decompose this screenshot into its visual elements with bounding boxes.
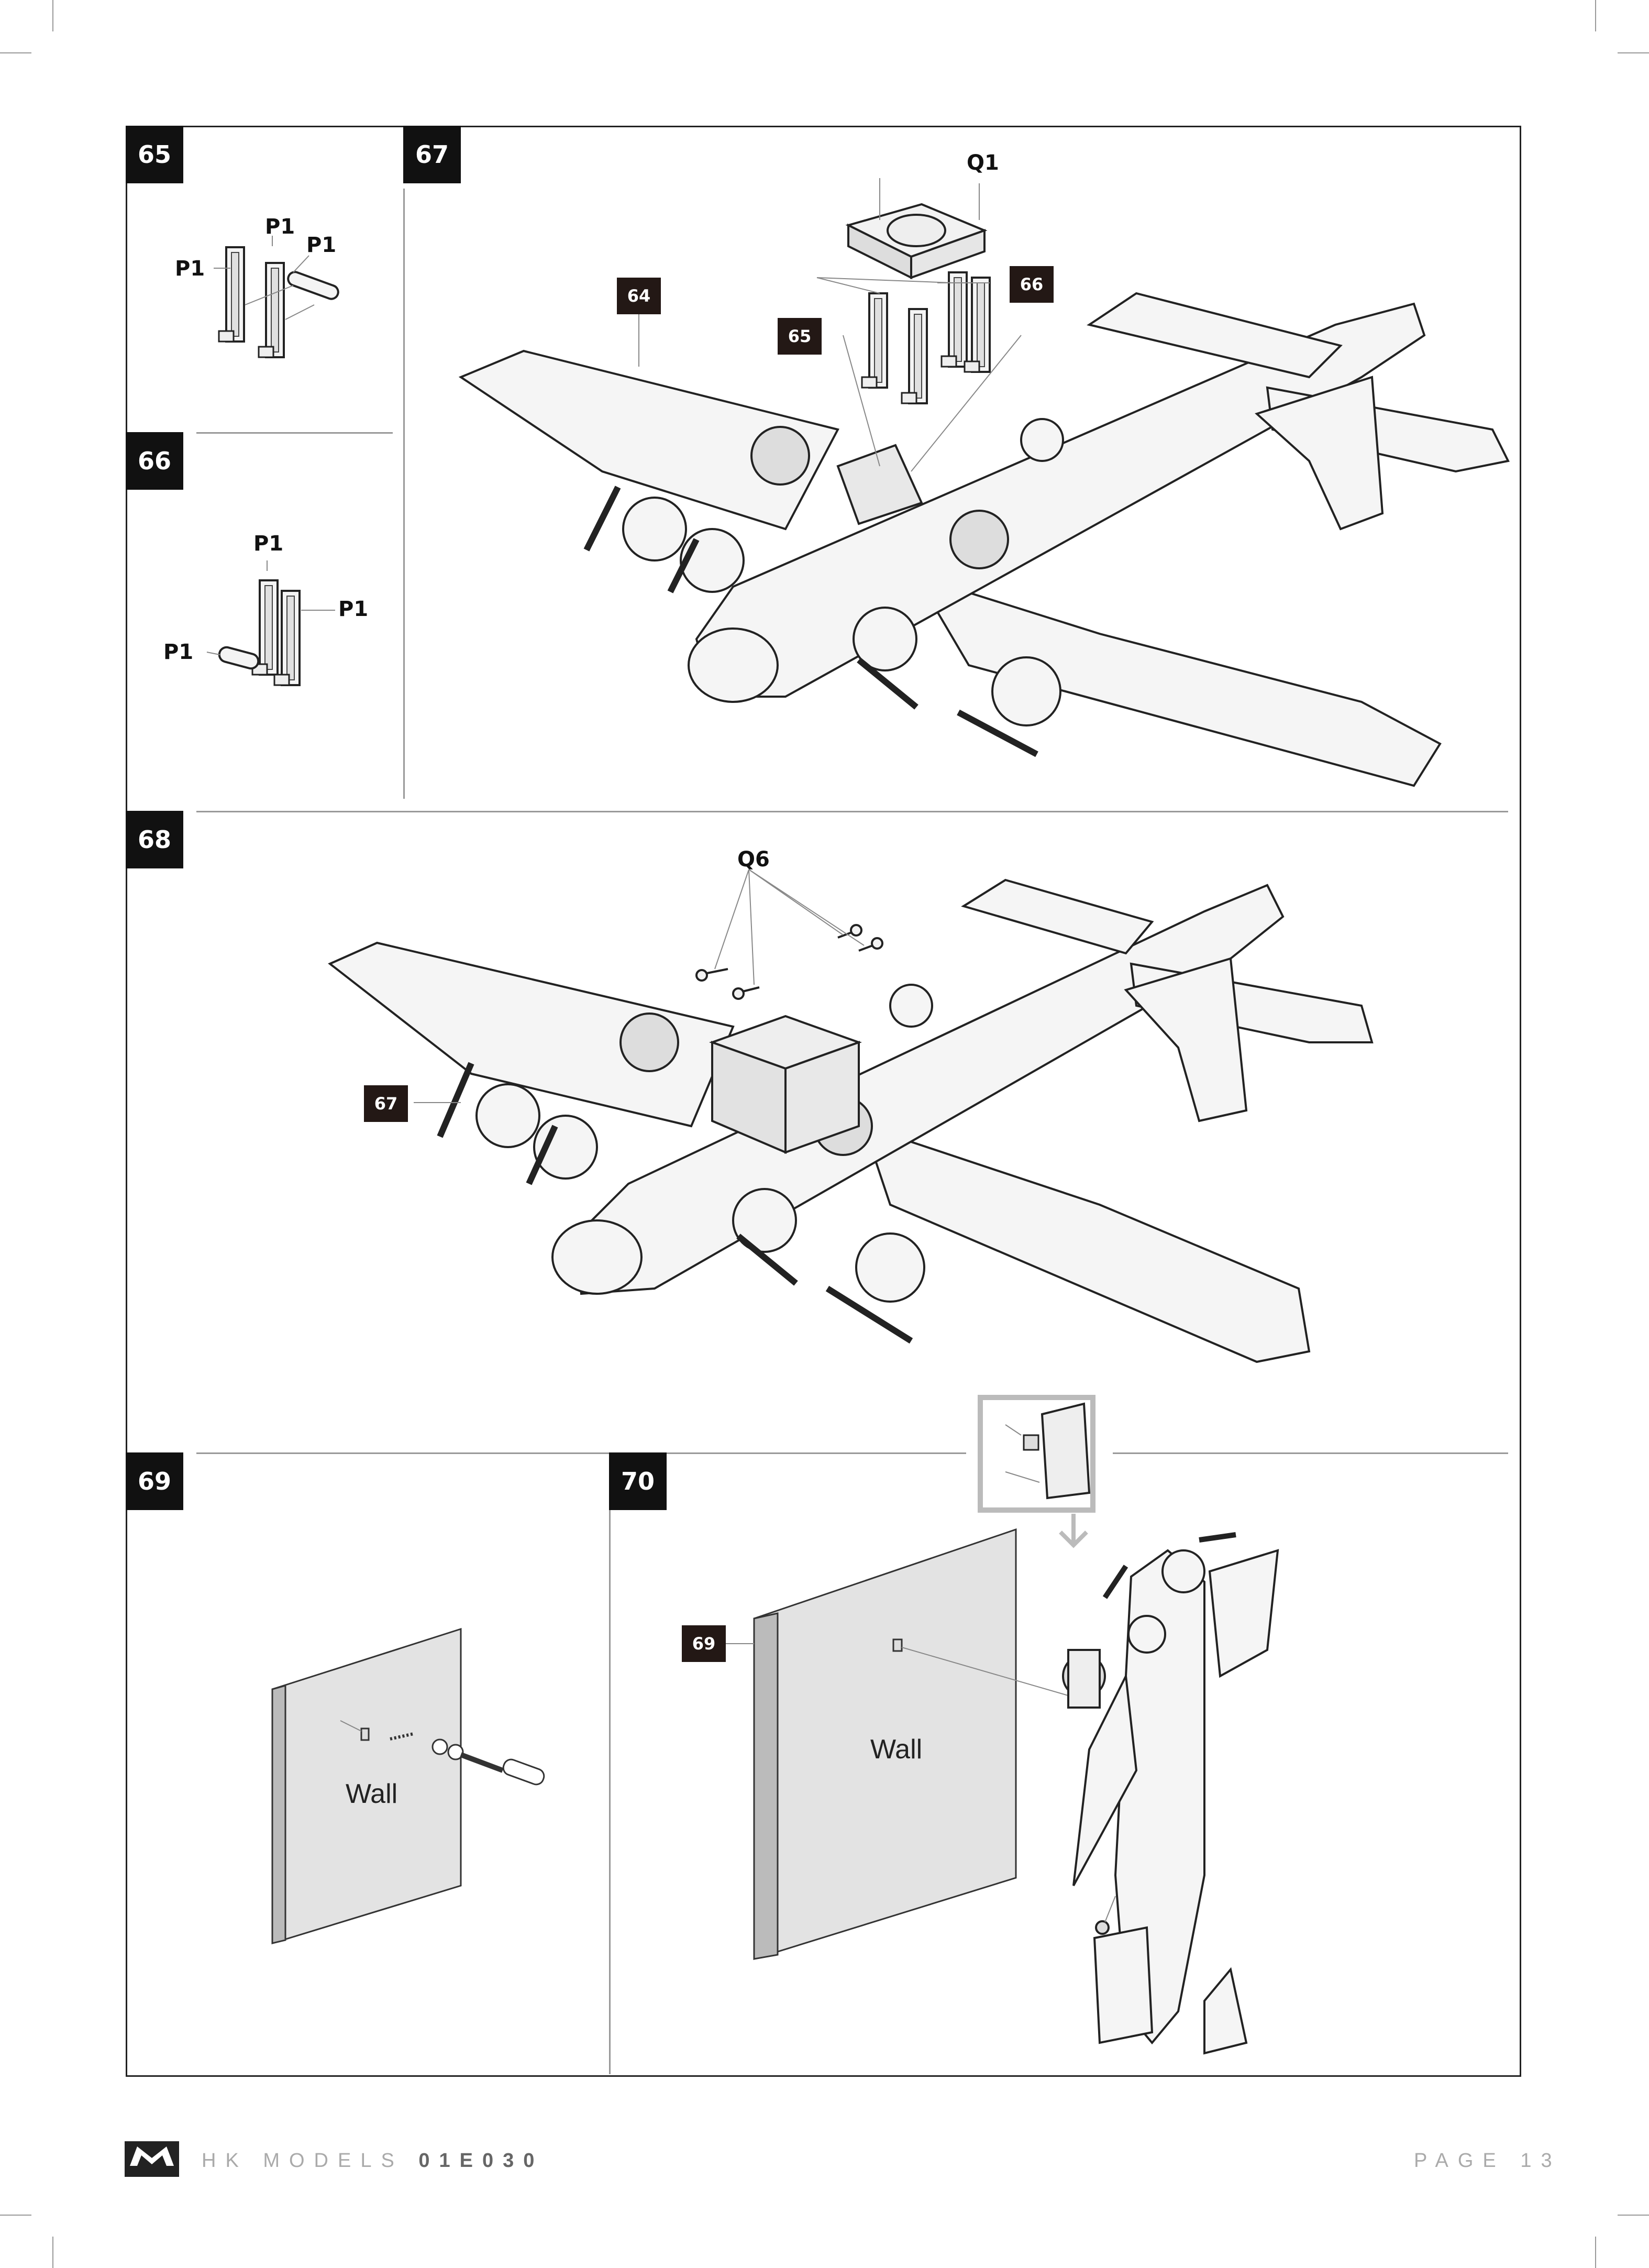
brand-name: HK MODELS — [202, 2150, 404, 2172]
leader-lines — [638, 178, 1022, 472]
step-70-inset — [978, 1395, 1095, 1548]
p1-label: P1 — [253, 532, 284, 556]
instruction-frame — [126, 126, 1521, 2077]
divider — [196, 811, 1508, 812]
crop-mark — [1618, 2215, 1649, 2216]
step-67-badge: 67 — [403, 126, 461, 183]
step-70-wall — [725, 1528, 1074, 1961]
p1-label: P1 — [163, 640, 194, 664]
step-70-badge: 70 — [609, 1452, 667, 1510]
step-69-wall — [271, 1627, 545, 1945]
q1-label: Q1 — [967, 151, 999, 175]
step-67-post — [861, 292, 888, 389]
p1-label: P1 — [175, 257, 205, 281]
crop-mark — [0, 52, 31, 53]
step-70-aircraft — [1062, 1532, 1279, 2055]
divider — [196, 1452, 966, 1454]
crop-mark — [1595, 2237, 1596, 2268]
step-65-drawing — [214, 236, 339, 358]
step-68-aircraft — [328, 878, 1374, 1363]
p1-label: P1 — [306, 233, 337, 257]
divider — [609, 1509, 611, 2074]
crop-mark — [1595, 0, 1596, 31]
step-65-badge: 65 — [126, 126, 183, 183]
leader-lines — [414, 869, 865, 1103]
ref-69-tag: 69 — [682, 1625, 726, 1662]
step-67-post — [901, 308, 928, 404]
step-66-badge: 66 — [126, 432, 183, 490]
q6-label: Q6 — [737, 847, 770, 872]
hk-models-logo — [125, 2141, 179, 2177]
crop-mark — [52, 0, 53, 31]
divider — [403, 189, 405, 799]
divider — [196, 432, 393, 434]
product-code: 01E030 — [418, 2150, 544, 2172]
q6-screws — [695, 924, 883, 1000]
step-67-post — [940, 271, 968, 368]
wall-label: Wall — [346, 1779, 398, 1809]
step-67-post — [964, 277, 991, 373]
p1-label: P1 — [265, 215, 295, 239]
ref-67-tag: 67 — [364, 1085, 408, 1122]
step-69-badge: 69 — [126, 1452, 183, 1510]
divider — [1113, 1452, 1508, 1454]
ref-65-tag: 65 — [778, 318, 822, 355]
footer-brand: HK MODELS 01E030 — [202, 2150, 544, 2172]
page-number: PAGE 13 — [1414, 2150, 1562, 2172]
wall-label: Wall — [870, 1734, 923, 1765]
ref-64-tag: 64 — [617, 278, 661, 314]
step-66-drawing — [206, 560, 335, 686]
step-67-aircraft — [458, 292, 1510, 787]
crop-mark — [0, 2215, 31, 2216]
p1-label: P1 — [338, 597, 369, 621]
step-68-badge: 68 — [126, 811, 183, 868]
crop-mark — [52, 2237, 53, 2268]
q1-part — [845, 203, 988, 280]
ref-66-tag: 66 — [1010, 266, 1054, 303]
crop-mark — [1618, 52, 1649, 53]
